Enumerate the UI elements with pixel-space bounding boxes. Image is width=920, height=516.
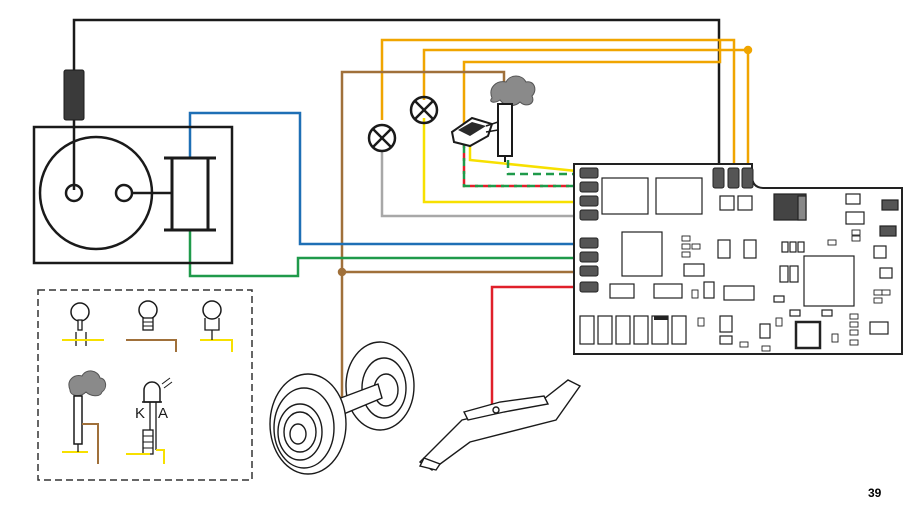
lamp-rear [367,123,397,153]
motor-capacitor [170,156,210,232]
wire-brown [337,70,586,410]
legend-led-icon: K A [126,377,173,464]
decoder-small-smd [681,229,891,352]
decoder-components [579,177,899,350]
legend-bulb-plug-icon [200,300,233,352]
choke-coil [63,69,85,121]
decoder-pads-left [579,167,599,293]
lamp-front [409,95,439,125]
motor [32,125,234,265]
motor-terminal-left [64,183,84,203]
pickup-spring [418,379,582,471]
led-cathode-label: K [135,405,145,422]
wire-red-green-dashes [462,140,586,188]
wire-grey [380,150,586,218]
wire-red [462,140,586,408]
decoder-board [573,163,903,355]
wire-orange [380,38,753,172]
motor-terminal-right [114,183,134,203]
decoder-pads-top [712,167,754,189]
smoke-generator [490,75,536,162]
wheelset [269,341,415,475]
page-number: 39 [868,486,882,500]
motor-housing [32,125,234,265]
legend-bulb-pin-icon [62,302,104,346]
legend-bulb-screw-icon [126,300,177,352]
socket-connector [450,116,499,148]
legend-smoke-generator-icon [62,370,107,464]
led-anode-label: A [158,405,168,422]
legend-box: K A [37,289,253,481]
wire-green [188,160,586,278]
